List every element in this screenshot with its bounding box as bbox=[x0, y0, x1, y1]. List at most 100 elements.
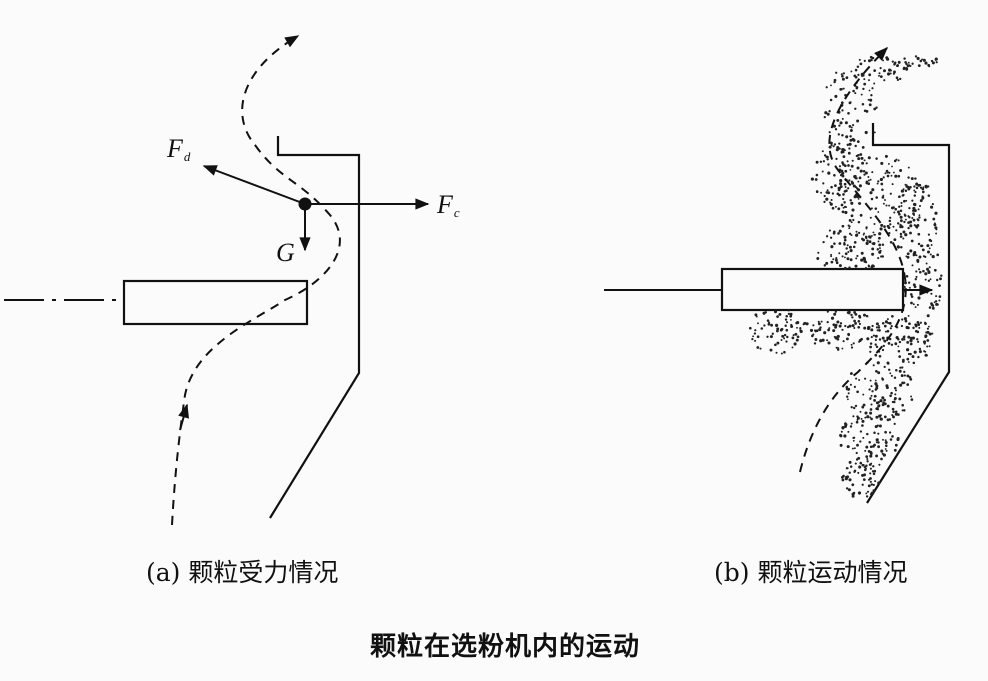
dust-particle bbox=[860, 417, 863, 420]
dust-particle bbox=[854, 68, 858, 72]
dust-particle bbox=[931, 332, 934, 335]
dust-particle bbox=[830, 260, 834, 264]
dust-particle bbox=[865, 181, 869, 185]
dust-particle bbox=[849, 169, 852, 171]
dust-particle bbox=[849, 383, 852, 386]
dust-particle bbox=[912, 283, 916, 287]
dust-particle bbox=[902, 285, 906, 289]
dust-particle bbox=[898, 355, 902, 358]
dust-particle bbox=[856, 119, 860, 123]
dust-particle bbox=[909, 378, 913, 381]
dust-particle bbox=[885, 444, 888, 447]
dust-particle bbox=[850, 346, 854, 349]
dust-particle bbox=[888, 418, 892, 421]
dust-particle bbox=[908, 206, 911, 210]
dust-particle bbox=[863, 173, 866, 176]
dust-particle bbox=[791, 346, 794, 349]
dust-particle bbox=[848, 218, 852, 222]
dust-particle bbox=[834, 184, 837, 187]
dust-particle bbox=[842, 150, 845, 154]
dust-particle bbox=[879, 399, 883, 403]
dust-particle bbox=[910, 295, 914, 298]
dust-particle bbox=[834, 258, 838, 262]
dust-particle bbox=[776, 329, 779, 333]
dust-particle bbox=[924, 335, 928, 339]
dust-particle bbox=[866, 239, 869, 242]
dust-particle bbox=[905, 62, 908, 66]
dust-particle bbox=[875, 322, 879, 326]
dust-particle bbox=[903, 220, 906, 224]
dust-particle bbox=[905, 275, 909, 278]
dust-particle bbox=[851, 492, 855, 496]
dust-particle bbox=[853, 327, 856, 329]
dust-particle bbox=[764, 311, 768, 314]
dust-particle bbox=[872, 472, 876, 476]
dust-particle bbox=[870, 385, 873, 388]
dust-particle bbox=[847, 224, 850, 227]
dust-particle bbox=[865, 162, 868, 165]
dust-particle bbox=[903, 382, 906, 384]
dust-particle bbox=[796, 335, 800, 339]
dust-particle bbox=[841, 255, 844, 258]
dust-particle bbox=[853, 319, 856, 323]
dust-particle bbox=[846, 467, 849, 470]
dust-particle bbox=[844, 425, 847, 428]
dust-particle bbox=[913, 250, 917, 255]
dust-particle bbox=[865, 237, 868, 240]
dust-particle bbox=[914, 191, 917, 194]
dust-particle bbox=[939, 277, 942, 281]
dust-particle bbox=[833, 230, 836, 234]
dust-particle bbox=[935, 228, 938, 231]
dust-particle bbox=[864, 171, 868, 175]
dust-particle bbox=[842, 155, 846, 159]
dust-particle bbox=[896, 436, 900, 440]
dust-particle bbox=[882, 194, 885, 197]
dust-particle bbox=[877, 432, 880, 435]
dust-particle bbox=[847, 187, 850, 190]
dust-particle bbox=[914, 278, 917, 281]
dust-particle bbox=[838, 165, 842, 168]
dust-particle bbox=[866, 432, 869, 436]
dust-particle bbox=[893, 211, 896, 214]
dust-particle bbox=[847, 111, 850, 115]
dust-particle bbox=[868, 327, 871, 330]
dust-particle bbox=[917, 64, 921, 67]
dust-particle bbox=[827, 163, 830, 166]
dust-particle bbox=[919, 59, 923, 63]
dust-particle bbox=[881, 396, 885, 400]
dust-particle bbox=[902, 290, 905, 293]
dust-particle bbox=[878, 74, 880, 77]
dust-particle bbox=[898, 397, 902, 401]
dust-particle bbox=[885, 384, 889, 388]
dust-particle bbox=[881, 322, 885, 325]
dust-particle bbox=[853, 311, 856, 314]
dust-particle bbox=[888, 204, 891, 207]
dust-particle bbox=[837, 133, 840, 136]
dust-particle bbox=[850, 70, 853, 73]
dust-particle bbox=[928, 247, 931, 250]
dust-particle bbox=[880, 161, 884, 165]
dust-particle bbox=[909, 224, 913, 228]
dust-particle bbox=[839, 322, 843, 325]
dust-particle bbox=[900, 201, 903, 204]
dust-particle bbox=[769, 335, 773, 339]
dust-particle bbox=[893, 398, 896, 401]
dust-particle bbox=[835, 261, 839, 265]
dust-particle bbox=[921, 58, 924, 61]
dust-particle bbox=[824, 111, 828, 115]
dust-particle bbox=[912, 326, 915, 330]
dust-particle bbox=[889, 223, 892, 226]
dust-particle bbox=[910, 177, 914, 181]
dust-particle bbox=[865, 492, 868, 495]
dust-particle bbox=[848, 227, 851, 230]
dust-particle bbox=[891, 183, 894, 186]
dust-particle bbox=[883, 225, 886, 228]
dust-particle bbox=[926, 244, 930, 248]
dust-particle bbox=[873, 431, 876, 435]
dust-particle bbox=[912, 303, 915, 306]
dust-particle bbox=[883, 324, 887, 328]
dust-particle bbox=[822, 182, 825, 185]
dust-particle bbox=[890, 325, 893, 328]
dust-particle bbox=[867, 265, 871, 268]
dust-particle bbox=[859, 153, 863, 156]
